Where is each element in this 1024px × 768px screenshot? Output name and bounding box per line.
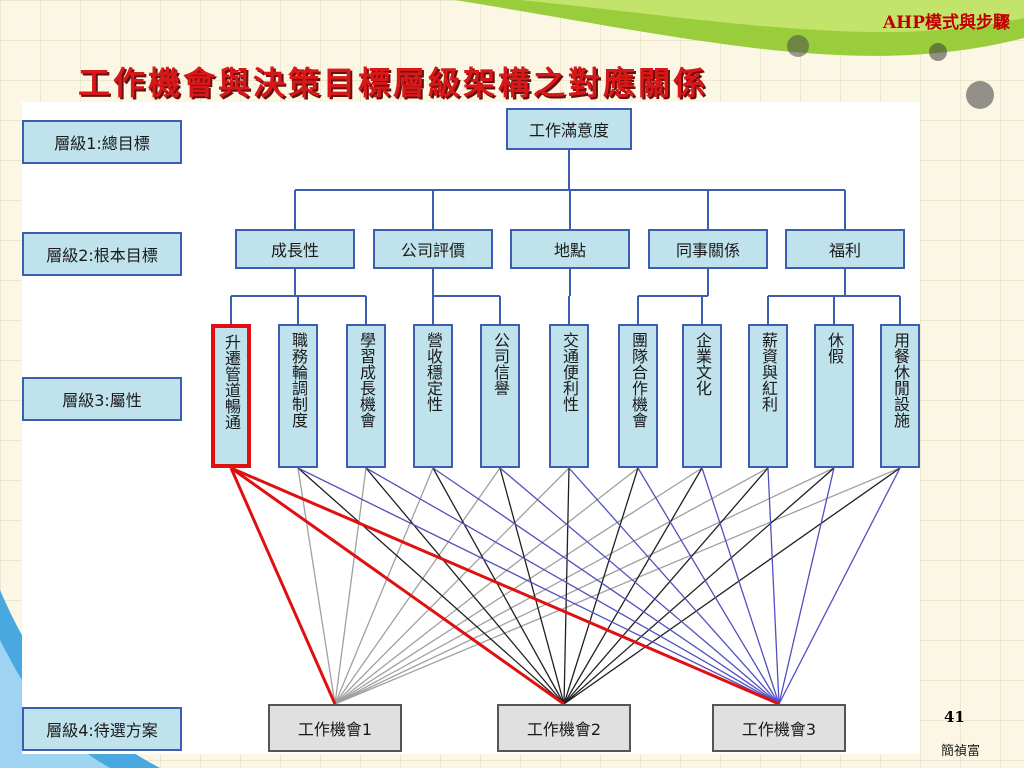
level-label: 層級2:根本目標 [22,232,182,276]
level-label: 層級1:總目標 [22,120,182,164]
highlighted-link [230,466,565,706]
attribute-alternative-link [778,467,901,705]
attribute-node: 團隊合作機會 [618,324,658,468]
alternative-node: 工作機會1 [268,704,402,752]
attribute-alternative-link [563,467,570,705]
attribute-alternative-link [297,467,780,705]
attribute-alternative-link [563,467,769,705]
level-label: 層級3:屬性 [22,377,182,421]
attribute-alternative-link [334,467,570,705]
attribute-alternative-link [334,467,901,705]
slide-title: 工作機會與決策目標層級架構之對應關係 [78,64,709,102]
attribute-alternative-link [334,467,367,705]
attribute-alternative-link [701,467,780,705]
water-drop [929,43,947,61]
attribute-alternative-link [365,467,780,705]
attribute-alternative-link [432,467,565,705]
alternative-node: 工作機會3 [712,704,846,752]
criterion-node: 福利 [785,229,905,269]
attribute-alternative-link [778,467,835,705]
attribute-node: 營收穩定性 [413,324,453,468]
alternative-node: 工作機會2 [497,704,631,752]
attribute-alternative-link [432,467,780,705]
criterion-node: 成長性 [235,229,355,269]
attribute-node: 交通便利性 [549,324,589,468]
attribute-alternative-link [563,467,703,705]
water-drop [966,81,994,109]
attribute-node: 公司信譽 [480,324,520,468]
hierarchy-diagram: 層級1:總目標層級2:根本目標層級3:屬性層級4:待選方案 工作滿意度成長性公司評… [22,102,920,754]
attribute-node-highlighted: 升遷管道暢通 [211,324,251,468]
diagram-links [229,150,901,706]
highlighted-link [230,466,780,706]
goal-node: 工作滿意度 [506,108,632,150]
attribute-node: 用餐休閒設施 [880,324,920,468]
level-label: 層級4:待選方案 [22,707,182,751]
author-name: 簡禎富 [941,744,981,759]
attribute-alternative-link [334,467,639,705]
attribute-alternative-link [334,467,434,705]
attribute-alternative-link [499,467,780,705]
attribute-alternative-link [334,467,703,705]
attribute-node: 學習成長機會 [346,324,386,468]
attribute-node: 職務輪調制度 [278,324,318,468]
header-tag: AHP模式與步驟 [882,13,1010,33]
attribute-alternative-link [568,467,780,705]
attribute-node: 薪資與紅利 [748,324,788,468]
page-number: 41 [944,708,965,726]
attribute-alternative-link [365,467,565,705]
attribute-alternative-link [297,467,565,705]
attribute-node: 企業文化 [682,324,722,468]
attribute-alternative-link [334,467,835,705]
attribute-node: 休假 [814,324,854,468]
water-drop [787,35,809,57]
attribute-alternative-link [563,467,901,705]
criterion-node: 公司評價 [373,229,493,269]
attribute-alternative-link [334,467,501,705]
attribute-alternative-link [499,467,565,705]
attribute-alternative-link [563,467,639,705]
criterion-node: 地點 [510,229,630,269]
attribute-alternative-link [637,467,780,705]
attribute-alternative-link [334,467,769,705]
green-swoosh-highlight [520,0,1024,33]
highlighted-link [229,467,337,705]
attribute-alternative-link [767,467,780,705]
attribute-alternative-link [297,467,336,705]
criterion-node: 同事關係 [648,229,768,269]
attribute-alternative-link [563,467,835,705]
